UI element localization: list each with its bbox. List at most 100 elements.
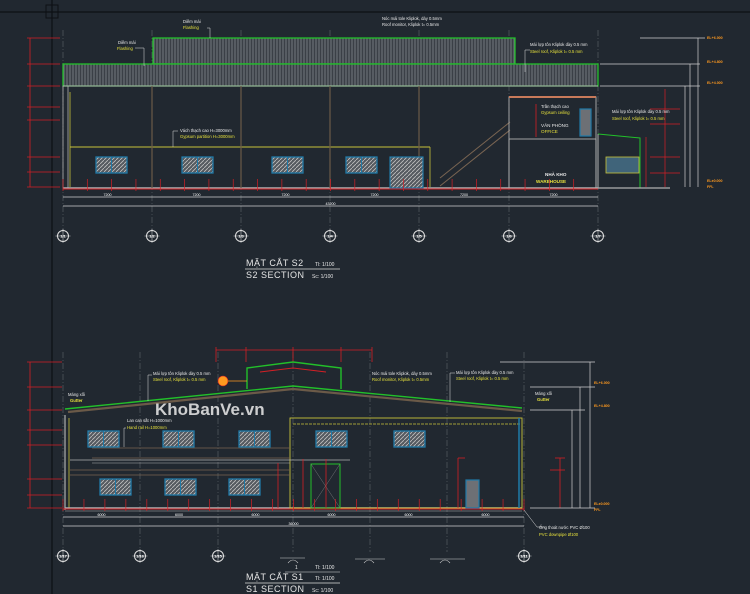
s2-double-door bbox=[389, 156, 424, 189]
span-dimension-label: 6000 bbox=[482, 513, 490, 517]
grid-bubble: 1/7 bbox=[590, 229, 606, 243]
grid-bubble-label: 1/15 bbox=[214, 554, 223, 559]
level-tag: EL+6.000 bbox=[707, 36, 723, 40]
span-dimension-label: 7200 bbox=[282, 193, 290, 197]
span-dimension-label: 7200 bbox=[550, 193, 558, 197]
section-scale: Tl: 1/100 bbox=[315, 262, 335, 268]
note: Roof monitor, Kliplok t= 0.5mm bbox=[382, 22, 440, 27]
note: PVC downpipe Ø100 bbox=[539, 532, 579, 537]
note: Gypsum partition H=3000mm bbox=[180, 134, 235, 139]
note: Gutter bbox=[537, 397, 550, 402]
level-tag: FFL bbox=[594, 508, 601, 512]
note: Steel roof, Kliplok t= 0.5 mm bbox=[612, 116, 665, 121]
note: Mái lợp tôn Kliplok dày 0.5 mm bbox=[530, 42, 588, 47]
note: Nóc mái tole Kliplok, dày 0.5mm bbox=[382, 16, 442, 21]
grid-bubble: 1/15 bbox=[210, 549, 226, 563]
span-dimension-label: 7200 bbox=[460, 193, 468, 197]
note: Máng xối bbox=[68, 392, 85, 397]
grid-bubble: 1/17 bbox=[55, 549, 71, 563]
span-dimension-label: 7200 bbox=[371, 193, 379, 197]
section-scale-en: Sc: 1/100 bbox=[312, 274, 333, 280]
level-tag: EL±0.000 bbox=[707, 179, 723, 183]
s1-callout-marker bbox=[217, 375, 229, 387]
note: Steel roof, Kliplok t= 0.5 mm bbox=[456, 376, 509, 381]
span-dimension-label: 6000 bbox=[405, 513, 413, 517]
note: Steel roof, Kliplok t= 0.5 mm bbox=[153, 377, 206, 382]
level-tag: EL±0.000 bbox=[594, 502, 610, 506]
grid-bubble: 1/16 bbox=[132, 549, 148, 563]
s2-left-wall bbox=[62, 85, 69, 189]
note: Nóc mái tole Kliplok, dày 0.5mm bbox=[372, 371, 432, 376]
level-tag: EL+4.800 bbox=[594, 404, 610, 408]
s2-section: EL+6.000 EL+4.800 EL+4.000 EL±0.000 FFL … bbox=[27, 16, 723, 280]
note: Gypsum ceiling bbox=[541, 110, 570, 115]
s2-level-tags: EL+6.000 EL+4.800 EL+4.000 EL±0.000 FFL bbox=[707, 36, 723, 189]
s2-main-roof bbox=[62, 63, 599, 87]
s2-staircase bbox=[439, 121, 511, 187]
s2-annex-window bbox=[605, 156, 640, 174]
s1-section: EL+6.000 EL+4.800 EL±0.000 FFL 6000 6000 6… bbox=[27, 347, 610, 594]
span-dimension-label: 6000 bbox=[328, 513, 336, 517]
total-dimension-label: 43200 bbox=[326, 202, 336, 206]
span-dimension-label: 6000 bbox=[98, 513, 106, 517]
grid-bubble: 1/11 bbox=[516, 549, 532, 563]
section-scale-en: Sc: 1/100 bbox=[312, 588, 333, 594]
note: Mái lợp tôn Kliplok dày 0.5 mm bbox=[612, 109, 670, 114]
note: Flashing bbox=[117, 46, 133, 51]
grid-bubble-label: 1/3 bbox=[238, 234, 244, 239]
note: Vách thạch cao H=3000mm bbox=[180, 128, 232, 133]
grid-bubble: 1/6 bbox=[501, 229, 517, 243]
s2-office-door bbox=[579, 108, 592, 137]
s1-handrail bbox=[70, 447, 290, 476]
s1-roof-monitor bbox=[246, 361, 342, 389]
note: Ống thoát nước PVC Ø100 bbox=[539, 525, 590, 530]
note: Diềm mái bbox=[118, 40, 136, 45]
room-label-office-en: OFFICE bbox=[541, 129, 558, 134]
section-number: 1 bbox=[295, 565, 298, 571]
total-dimension-label: 36000 bbox=[289, 522, 299, 526]
grid-bubble: 1/3 bbox=[233, 229, 249, 243]
grid-bubble-label: 1/1 bbox=[60, 234, 66, 239]
room-label-warehouse-en: WAREHOUSE bbox=[536, 179, 566, 184]
note: Mái lợp tôn Kliplok dày 0.5 mm bbox=[153, 371, 211, 376]
grid-bubble: 1/4 bbox=[322, 229, 338, 243]
section-title: MẶT CẮT S1 bbox=[246, 572, 304, 582]
s2-roof-monitor bbox=[152, 37, 516, 65]
s1-roof bbox=[64, 361, 523, 414]
grid-bubble: 1/5 bbox=[411, 229, 427, 243]
grid-bubble-label: 1/16 bbox=[136, 554, 145, 559]
span-dimension-label: 7200 bbox=[104, 193, 112, 197]
note: Roof monitor, Kliplok t= 0.5mm bbox=[372, 377, 430, 382]
section-title: MẶT CẮT S2 bbox=[246, 258, 304, 268]
grid-bubble-label: 1/6 bbox=[506, 234, 512, 239]
section-number-scale: Tl: 1/100 bbox=[315, 565, 335, 571]
section-scale: Tl: 1/100 bbox=[315, 576, 335, 582]
span-dimension-label: 7200 bbox=[193, 193, 201, 197]
grid-bubble-label: 1/5 bbox=[416, 234, 422, 239]
grid-bubble-label: 1/4 bbox=[327, 234, 333, 239]
s1-level-tags: EL+6.000 EL+4.800 EL±0.000 FFL bbox=[594, 381, 610, 512]
note: Trần thạch cao bbox=[541, 104, 569, 109]
note: Lan can sắt H=1000mm bbox=[127, 418, 172, 423]
room-label-warehouse: NHÀ KHO bbox=[545, 171, 567, 177]
s1-annotations: Máng xối Gutter Máng xối Gutter Mái lợp … bbox=[68, 370, 590, 537]
level-tag: FFL bbox=[707, 185, 714, 189]
room-label-office: VĂN PHÒNG bbox=[541, 122, 569, 128]
note: Hand rail H=1000mm bbox=[127, 425, 167, 430]
grid-bubble-label: 1/2 bbox=[149, 234, 155, 239]
s1-side-door bbox=[465, 479, 480, 509]
note: Máng xối bbox=[535, 391, 552, 396]
s2-annotations: Diềm mái Flashing Diềm mái Flashing Nóc … bbox=[117, 16, 670, 184]
grid-bubble-label: 1/17 bbox=[59, 554, 68, 559]
grid-bubble: 1/1 bbox=[55, 229, 71, 243]
note: Mái lợp tôn Kliplok dày 0.5 mm bbox=[456, 370, 514, 375]
s1-title-block: 1 Tl: 1/100 MẶT CẮT S1 Tl: 1/100 S1 SECT… bbox=[245, 565, 340, 594]
note: Steel roof, Kliplok t= 0.5 mm bbox=[530, 49, 583, 54]
grid-bubble-label: 1/7 bbox=[595, 234, 601, 239]
note: Gutter bbox=[70, 398, 83, 403]
span-dimension-label: 6000 bbox=[252, 513, 260, 517]
span-dimension-label: 6000 bbox=[175, 513, 183, 517]
level-tag: EL+4.000 bbox=[707, 81, 723, 85]
